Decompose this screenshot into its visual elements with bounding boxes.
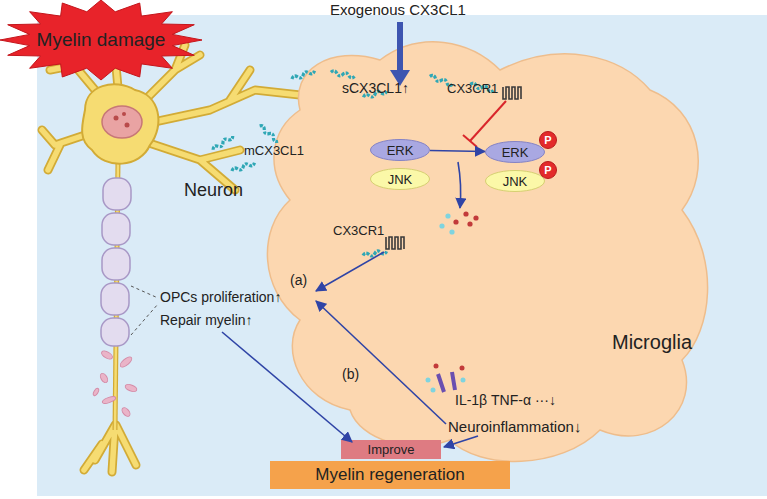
node-text: Microglia bbox=[612, 331, 692, 354]
panel bbox=[37, 15, 767, 496]
effect-label: Repair myelin↑ bbox=[160, 312, 253, 328]
node-outline bbox=[341, 440, 441, 459]
node-text: Neuron bbox=[184, 180, 243, 201]
edge-arrow bbox=[430, 151, 485, 152]
leader-line bbox=[131, 286, 158, 335]
node-text: JNK bbox=[388, 172, 413, 187]
cytokine-label: IL-1β TNF-α ···↓ bbox=[455, 392, 556, 408]
receptor-symbol bbox=[386, 237, 404, 249]
node-text: JNK bbox=[503, 174, 528, 189]
receptor-label: CX3CR1 bbox=[447, 82, 498, 97]
node-outline bbox=[0, 0, 202, 80]
kinase-ellipse: JNK bbox=[370, 168, 430, 190]
kinase-ellipse: JNK bbox=[485, 170, 545, 192]
node-outline bbox=[370, 139, 430, 161]
neuron-cell: Neuron bbox=[40, 40, 305, 470]
effect-label: Neuroinflammation↓ bbox=[448, 418, 581, 435]
neuron-illustration bbox=[42, 35, 300, 472]
effect-label: OPCs proliferation↑ bbox=[160, 289, 281, 305]
node-outline bbox=[270, 461, 510, 489]
ligand-label: sCX3CL1↑ bbox=[342, 80, 409, 96]
path-label: (a) bbox=[290, 272, 307, 288]
node-text: P bbox=[544, 134, 551, 146]
inhibit-line bbox=[463, 101, 506, 147]
arrows bbox=[222, 162, 478, 447]
damage-burst: Myelin damage bbox=[0, 0, 202, 80]
result-box: Myelin regeneration bbox=[270, 461, 510, 489]
phospho-circle: P bbox=[539, 161, 557, 179]
node-text: Myelin damage bbox=[37, 29, 166, 51]
cytokines bbox=[426, 211, 479, 392]
ligand-label: mCX3CL1 bbox=[244, 144, 304, 159]
node-outline bbox=[370, 168, 430, 190]
microglia-cell: Microglia ERK ERK P JNK JNK P bbox=[255, 35, 715, 475]
node-outline bbox=[485, 141, 545, 163]
node-text: P bbox=[544, 164, 551, 176]
node-text: Myelin regeneration bbox=[315, 465, 464, 485]
ligands bbox=[212, 69, 494, 258]
node-outline bbox=[539, 161, 557, 179]
node-text: ERK bbox=[387, 143, 414, 158]
node-outline bbox=[485, 170, 545, 192]
node-outline bbox=[539, 131, 557, 149]
receptor-label: CX3CR1 bbox=[333, 224, 384, 239]
kinase-ellipse: ERK bbox=[370, 139, 430, 161]
path-label: (b) bbox=[342, 366, 359, 382]
outcome-box: Improve bbox=[341, 440, 441, 459]
input-arrow bbox=[397, 22, 403, 74]
kinase-ellipse: ERK bbox=[485, 141, 545, 163]
input-label: Exogenous CX3CL1 bbox=[330, 1, 466, 18]
receptor-symbol bbox=[503, 87, 521, 99]
phospho-circle: P bbox=[539, 131, 557, 149]
node-text: ERK bbox=[502, 145, 529, 160]
node-text: Improve bbox=[368, 442, 415, 457]
node-outline bbox=[255, 35, 715, 475]
